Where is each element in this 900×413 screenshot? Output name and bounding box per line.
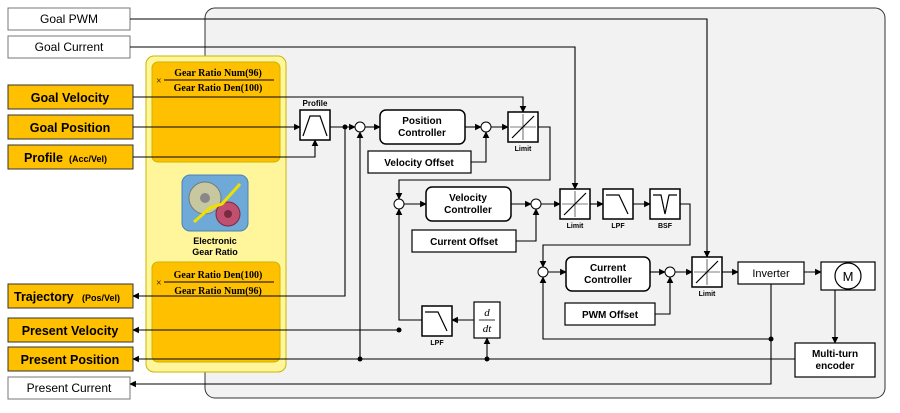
gear-ratio-top-box: [151, 61, 281, 163]
current-controller-label-1: Current: [590, 263, 627, 274]
profile-suffix: (Acc/Vel): [69, 154, 107, 164]
derivative-denominator: dt: [483, 323, 493, 335]
position-controller-label-1: Position: [402, 116, 441, 127]
limit-label-1: Limit: [515, 146, 532, 153]
profile-block-label: Profile: [303, 99, 328, 108]
motor-icon: [820, 261, 876, 291]
sum-junction-current: [537, 266, 549, 278]
present-position-label: Present Position: [21, 353, 120, 367]
junction-dots: [342, 124, 774, 362]
current-offset-label: Current Offset: [430, 237, 498, 248]
electronic-gear-icon: [181, 174, 249, 232]
gear-bottom-denominator: Gear Ratio Num(96): [174, 286, 262, 297]
goal-current-label: Goal Current: [35, 40, 104, 54]
gear-ratio-bottom-box: [151, 261, 281, 363]
signal-wires: [129, 18, 839, 388]
current-controller-label-2: Controller: [584, 275, 632, 286]
present-position-box: [7, 346, 134, 372]
goal-position-box: [7, 114, 134, 140]
goal-position-label: Goal Position: [30, 121, 111, 135]
trajectory-suffix: (Pos/Vel): [82, 293, 120, 303]
encoder-block: [794, 342, 876, 378]
lpf-label-2: LPF: [430, 340, 444, 347]
position-controller-label-2: Controller: [398, 128, 446, 139]
velocity-controller-label-1: Velocity: [449, 193, 487, 204]
present-velocity-box: [7, 317, 134, 343]
derivative-block: [473, 301, 501, 339]
goal-pwm-label: Goal PWM: [40, 12, 98, 26]
derivative-numerator: d: [484, 307, 490, 319]
velocity-controller-label-2: Controller: [444, 205, 492, 216]
sum-junction-velocity-offset: [530, 198, 542, 210]
sum-junction-current-offset: [664, 266, 676, 278]
encoder-label-2: encoder: [816, 361, 855, 372]
lpf-block-1: [602, 188, 634, 220]
trajectory-box: [7, 283, 134, 309]
velocity-offset-label: Velocity Offset: [384, 158, 454, 169]
gear-top-denominator: Gear Ratio Den(100): [174, 83, 263, 94]
present-current-label: Present Current: [27, 381, 112, 395]
pwm-offset-label: PWM Offset: [582, 310, 639, 321]
encoder-label-1: Multi-turn: [812, 349, 858, 360]
gear-bottom-numerator: Gear Ratio Den(100): [174, 270, 263, 281]
profile-block: [299, 109, 331, 141]
lpf-label-1: LPF: [611, 223, 625, 230]
sum-junction-position: [354, 121, 366, 133]
sum-junction-velocity: [393, 198, 405, 210]
bsf-block: [649, 188, 681, 220]
gear-caption-line1: Electronic: [193, 236, 237, 246]
gear-times-bottom: ×: [156, 278, 162, 289]
present-current-box: [7, 376, 131, 400]
limit-label-3: Limit: [699, 291, 716, 298]
inverter-label: Inverter: [752, 268, 790, 280]
bsf-label: BSF: [658, 223, 673, 230]
profile-label: Profile: [24, 151, 63, 165]
motor-label: M: [843, 269, 854, 284]
goal-velocity-label: Goal Velocity: [31, 91, 110, 105]
present-velocity-label: Present Velocity: [22, 324, 119, 338]
lpf-block-2: [421, 305, 453, 337]
gear-top-numerator: Gear Ratio Num(96): [174, 68, 262, 79]
trajectory-label: Trajectory: [14, 290, 74, 304]
limit-label-2: Limit: [567, 223, 584, 230]
gear-caption-line2: Gear Ratio: [192, 247, 238, 257]
profile-box: [7, 144, 134, 170]
sum-junction-position-offset: [480, 121, 492, 133]
gear-times-top: ×: [156, 76, 162, 87]
